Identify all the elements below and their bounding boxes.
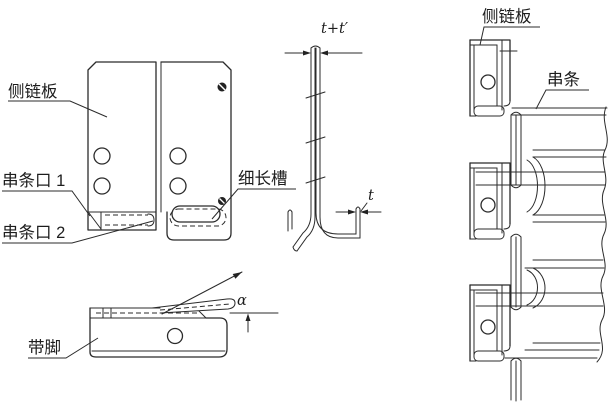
label-rod-opening-2: 串条口 2 [2,223,65,242]
dim-angle-alpha: α [161,271,279,333]
side-block-hole [166,327,184,345]
leader-slender-slot [211,188,296,220]
rod-opening-slots [87,211,157,231]
front-right-plate-outline [160,61,232,241]
side-foot-plate [151,298,236,314]
leader-side-plate [8,100,108,118]
assembly-plate-3 [469,284,511,362]
section-hook-cap [292,246,298,252]
front-hole [93,177,111,195]
side-block-outline [89,307,228,358]
leader-rod-opening-2 [2,220,154,244]
section-hook-left [292,213,312,248]
label-side-plate: 侧链板 [8,82,58,101]
dim-t-text: t [368,188,374,204]
dim-t-plus-t: t+t′ [284,21,363,56]
front-hole [93,147,111,165]
leader-rod-opening-1 [2,190,91,217]
section-bend-right [319,208,361,239]
assembly-rod-edges [475,107,608,359]
label-foot: 带脚 [28,338,61,357]
section-view: t+t′ t [284,21,382,252]
section-hook-left-inner [296,216,316,252]
rivet-dot [217,82,227,92]
front-hole [169,147,187,165]
assembly-hook-tail [510,357,522,402]
side-neck [198,310,207,319]
assembly-rod-waists [526,156,546,309]
assembly-view: 侧链板 串条 [469,7,608,402]
section-stub-cap [355,206,361,210]
assembly-hook [510,111,522,189]
leader-assembly-rod [535,89,589,110]
side-view: α 带脚 [28,271,279,359]
leader-foot [28,337,99,359]
rivet-dot [218,197,226,205]
front-hole [169,177,187,195]
label-rod-opening-1: 串条口 1 [2,171,65,190]
front-left-plate-outline [87,61,157,231]
section-break-ticks [305,91,326,184]
section-top-cap [310,45,321,49]
assembly-plate-2 [469,162,511,240]
assembly-hook [510,233,522,311]
leader-assembly-side-plate [479,26,540,46]
label-assembly-side-plate: 侧链板 [482,7,532,26]
section-stub-left-cap [287,209,293,213]
section-bend-right-inner [315,208,357,235]
slender-slot-shape [169,205,227,227]
label-slender-slot: 细长槽 [238,169,288,188]
label-assembly-rod: 串条 [547,70,580,89]
dim-t: t [335,188,382,215]
front-view: 侧链板 串条口 1 串条口 2 细长槽 [2,61,296,244]
dim-t-plus-t-text: t+t′ [321,21,349,37]
assembly-break-line [596,106,608,363]
dim-angle-text: α [237,293,247,309]
